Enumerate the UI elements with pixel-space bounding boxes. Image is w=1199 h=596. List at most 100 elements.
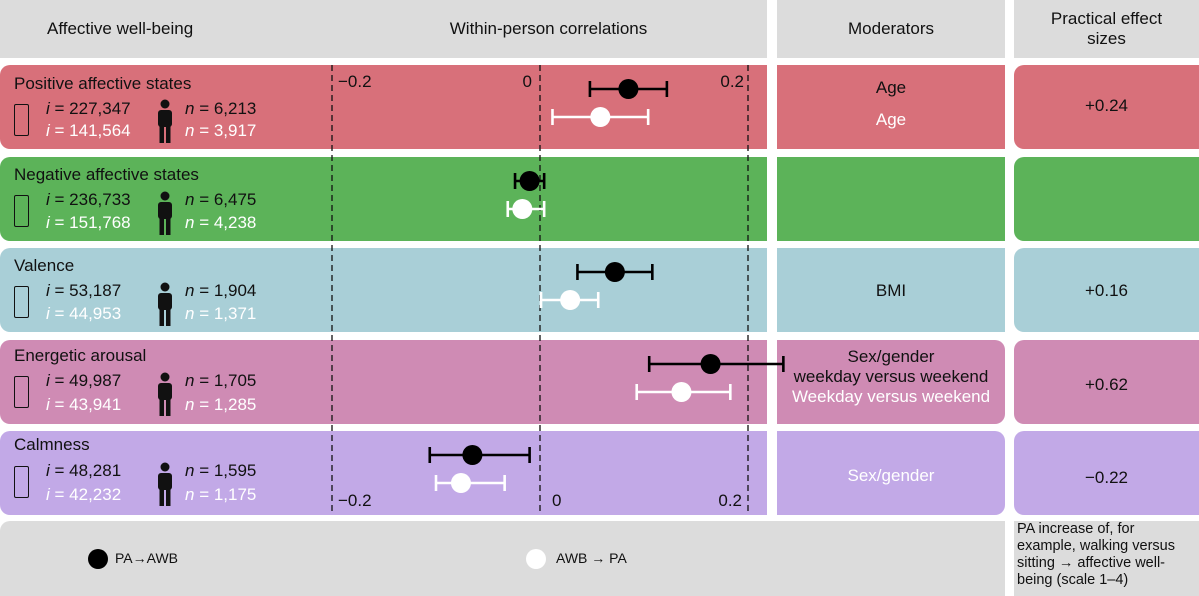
point-awb_pa-3 — [671, 382, 692, 402]
stat-i-white-positive: i = 141,564 — [46, 121, 131, 141]
symbol-i: i — [46, 121, 50, 140]
header-correlations: Within-person correlations — [330, 0, 767, 58]
row-label-energetic: Energetic arousal — [14, 346, 147, 365]
tick-label-top-0: −0.2 — [338, 72, 372, 91]
point-awb_pa-2 — [560, 290, 581, 310]
stat-i-black-calmness: i = 48,281 — [46, 461, 121, 481]
row-label-valence: Valence — [14, 256, 75, 275]
tick-label-top-1: 0 — [523, 72, 532, 91]
stat-value: 6,475 — [213, 190, 257, 209]
point-pa_awb-0 — [618, 79, 639, 99]
stat-value: 4,238 — [213, 213, 257, 232]
stat-n-white-positive: n = 3,917 — [185, 121, 256, 141]
symbol-i: i — [46, 190, 50, 209]
symbol-eq: = — [194, 190, 214, 209]
phone-icon — [14, 376, 29, 408]
moderator-cell-calmness: Sex/gender — [777, 431, 1005, 515]
header-moderators-text: Moderators — [848, 19, 934, 38]
symbol-i: i — [46, 213, 50, 232]
stat-i-white-energetic: i = 43,941 — [46, 395, 121, 415]
person-icon — [158, 462, 172, 506]
symbol-n: n — [185, 485, 195, 504]
moderator-black-valence-0: BMI — [875, 281, 907, 300]
stat-value: 3,917 — [213, 121, 257, 140]
stat-i-white-valence: i = 44,953 — [46, 304, 121, 324]
symbol-eq: = — [194, 99, 214, 118]
stat-i-black-positive: i = 227,347 — [46, 99, 131, 119]
symbol-n: n — [185, 190, 195, 209]
symbol-eq: = — [194, 213, 214, 232]
header-effect-sizes-text: Practical effect sizes — [1050, 9, 1163, 48]
moderator-black-energetic-1: weekday versus weekend — [793, 367, 989, 386]
point-awb_pa-1 — [512, 199, 533, 219]
symbol-i: i — [46, 281, 50, 300]
tick-label-bottom-2: 0.2 — [718, 491, 742, 510]
effect-value-calmness: −0.22 — [1084, 468, 1128, 487]
effect-cell-energetic: +0.62 — [1014, 340, 1199, 424]
point-pa_awb-2 — [604, 262, 625, 282]
stat-value: 1,285 — [213, 395, 257, 414]
phone-icon — [14, 195, 29, 227]
symbol-eq: = — [194, 121, 214, 140]
header-moderators: Moderators — [777, 0, 1005, 58]
effect-cell-valence: +0.16 — [1014, 248, 1199, 332]
point-awb_pa-0 — [590, 107, 611, 127]
phone-icon — [14, 286, 29, 318]
symbol-eq: = — [49, 121, 70, 140]
symbol-eq: = — [194, 281, 214, 300]
effect-value-positive: +0.24 — [1084, 96, 1128, 115]
symbol-eq: = — [194, 461, 214, 480]
header-correlations-text: Within-person correlations — [449, 19, 648, 38]
symbol-eq: = — [49, 485, 70, 504]
symbol-eq: = — [194, 304, 214, 323]
symbol-eq: = — [49, 395, 70, 414]
stat-n-white-calmness: n = 1,175 — [185, 485, 256, 505]
stat-value: 1,595 — [213, 461, 257, 480]
effect-cell-calmness: −0.22 — [1014, 431, 1199, 515]
moderator-black-positive-0: Age — [875, 78, 907, 97]
symbol-eq: = — [49, 99, 70, 118]
tick-label-top-2: 0.2 — [720, 72, 744, 91]
stat-n-black-calmness: n = 1,595 — [185, 461, 256, 481]
stat-value: 6,213 — [213, 99, 257, 118]
moderator-black-energetic-0: Sex/gender — [847, 347, 935, 366]
footnote-text: PA increase of, for example, walking ver… — [1017, 521, 1175, 588]
effect-value-valence: +0.16 — [1084, 281, 1128, 300]
legend-awb-pa-marker — [526, 549, 546, 569]
stat-n-white-negative: n = 4,238 — [185, 213, 256, 233]
row-band-positive — [0, 65, 767, 149]
tick-label-bottom-1: 0 — [552, 491, 561, 510]
symbol-i: i — [46, 371, 50, 390]
symbol-i: i — [46, 461, 50, 480]
point-awb_pa-4 — [450, 473, 471, 493]
symbol-eq: = — [194, 395, 214, 414]
stat-n-black-positive: n = 6,213 — [185, 99, 256, 119]
symbol-n: n — [185, 281, 195, 300]
symbol-n: n — [185, 121, 195, 140]
person-icon — [158, 99, 172, 143]
moderator-cell-valence: BMI — [777, 248, 1005, 332]
stat-i-black-energetic: i = 49,987 — [46, 371, 121, 391]
symbol-eq: = — [49, 190, 70, 209]
row-band-negative — [0, 157, 767, 241]
stat-n-black-energetic: n = 1,705 — [185, 371, 256, 391]
row-band-energetic — [0, 340, 767, 424]
symbol-eq: = — [49, 461, 70, 480]
stat-i-black-valence: i = 53,187 — [46, 281, 121, 301]
moderator-white-energetic-0: Weekday versus weekend — [791, 387, 991, 406]
point-pa_awb-3 — [700, 354, 721, 374]
moderator-white-calmness-0: Sex/gender — [847, 466, 935, 485]
stat-value: 236,733 — [69, 190, 131, 209]
stat-value: 53,187 — [69, 281, 122, 300]
symbol-n: n — [185, 99, 195, 118]
symbol-i: i — [46, 99, 50, 118]
stat-value: 42,232 — [69, 485, 122, 504]
point-pa_awb-1 — [519, 171, 540, 191]
stat-value: 151,768 — [69, 213, 131, 232]
symbol-n: n — [185, 395, 195, 414]
row-band-valence — [0, 248, 767, 332]
symbol-eq: = — [194, 371, 214, 390]
stat-value: 43,941 — [69, 395, 122, 414]
stat-i-white-calmness: i = 42,232 — [46, 485, 121, 505]
